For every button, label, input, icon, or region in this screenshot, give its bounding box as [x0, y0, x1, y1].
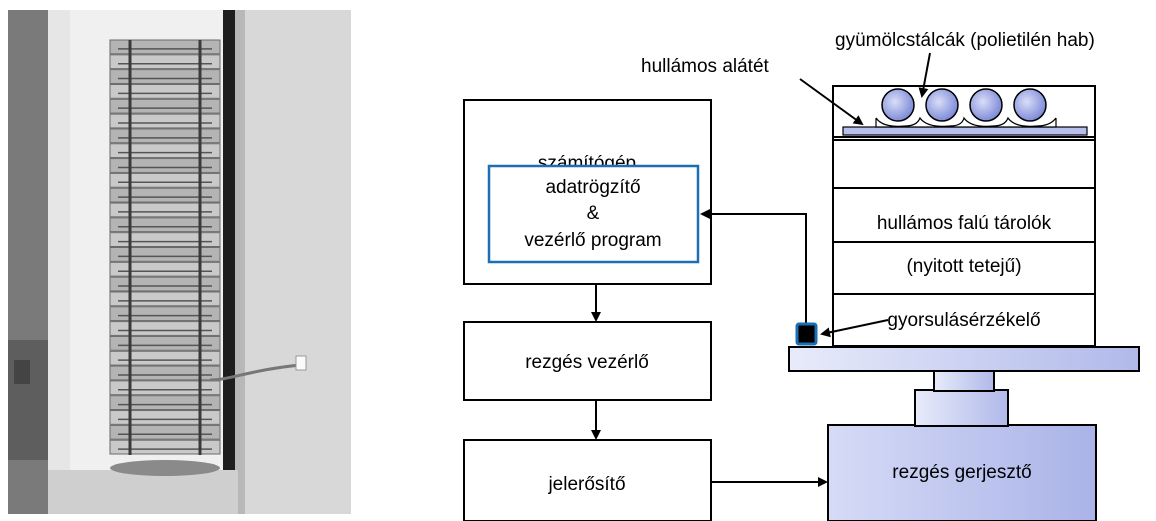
vibration-table — [788, 346, 1140, 372]
program-line-3: vezérlő program — [524, 230, 661, 251]
crate-layer — [109, 321, 221, 336]
fruit-3 — [969, 88, 1003, 122]
crate-layer — [109, 98, 221, 114]
crate-layer — [109, 350, 221, 366]
vibration-controller-label: rezgés vezérlő — [525, 352, 649, 373]
crate-layer — [109, 143, 221, 159]
crate-layer — [109, 380, 221, 396]
program-line-1: adatrögzítő — [545, 177, 640, 198]
amplifier-label: jelerősítő — [547, 474, 625, 495]
accelerometer-sensor — [795, 322, 818, 346]
vibration-controller-box — [463, 321, 712, 401]
fruit-trays-pointer — [918, 52, 931, 98]
crate-layer — [109, 39, 221, 55]
amplifier-box — [463, 439, 712, 521]
crate-layer — [109, 217, 221, 233]
crate-layer — [109, 83, 221, 99]
program-box — [487, 164, 700, 264]
corrugated-pad-pointer — [799, 78, 864, 126]
crate-layer — [109, 54, 221, 70]
crate-layer — [109, 128, 221, 144]
crate-layer — [109, 276, 221, 292]
crate-layer — [109, 291, 221, 307]
corrugated-pad-label: hullámos alátét — [641, 56, 770, 77]
crate-layer — [109, 69, 221, 84]
fruit-2 — [925, 88, 959, 122]
crate-layer — [109, 306, 221, 322]
fruit-1 — [881, 88, 915, 122]
foam-tray — [875, 116, 1057, 128]
crate-layer — [109, 439, 221, 455]
arrow-sensor-to-program — [700, 209, 807, 324]
crate-layer — [109, 424, 221, 440]
crate-layer — [109, 232, 221, 248]
crate-layer — [109, 158, 221, 173]
crate-layer — [109, 395, 221, 411]
crate-layer — [109, 202, 221, 218]
crate-layer — [109, 247, 221, 262]
crate-layer — [109, 410, 221, 425]
accelerometer-pointer — [820, 319, 889, 338]
shaker-body — [827, 424, 1097, 521]
shaker-stem — [933, 370, 995, 392]
crate-layer — [109, 335, 221, 351]
crate-layer — [109, 261, 221, 277]
containers-label-line-2: (nyitott tetejű) — [906, 256, 1021, 277]
experiment-photo — [8, 10, 351, 514]
fruit-4 — [1013, 88, 1047, 122]
crate-stack — [109, 39, 221, 455]
crate-layer — [109, 187, 221, 203]
crate-layer — [109, 113, 221, 129]
program-line-2: & — [587, 203, 600, 224]
containers-label-line-1: hullámos falú tárolók — [877, 213, 1052, 234]
crate-layer — [109, 365, 221, 381]
shaker-neck — [914, 389, 1009, 427]
crate-layer — [109, 172, 221, 188]
accelerometer-label: gyorsulásérzékelő — [887, 310, 1040, 331]
shaker-label: rezgés gerjesztő — [892, 462, 1031, 483]
fruit-trays-label: gyümölcstálcák (polietilén hab) — [835, 30, 1095, 51]
corrugated-pad — [842, 126, 1088, 136]
